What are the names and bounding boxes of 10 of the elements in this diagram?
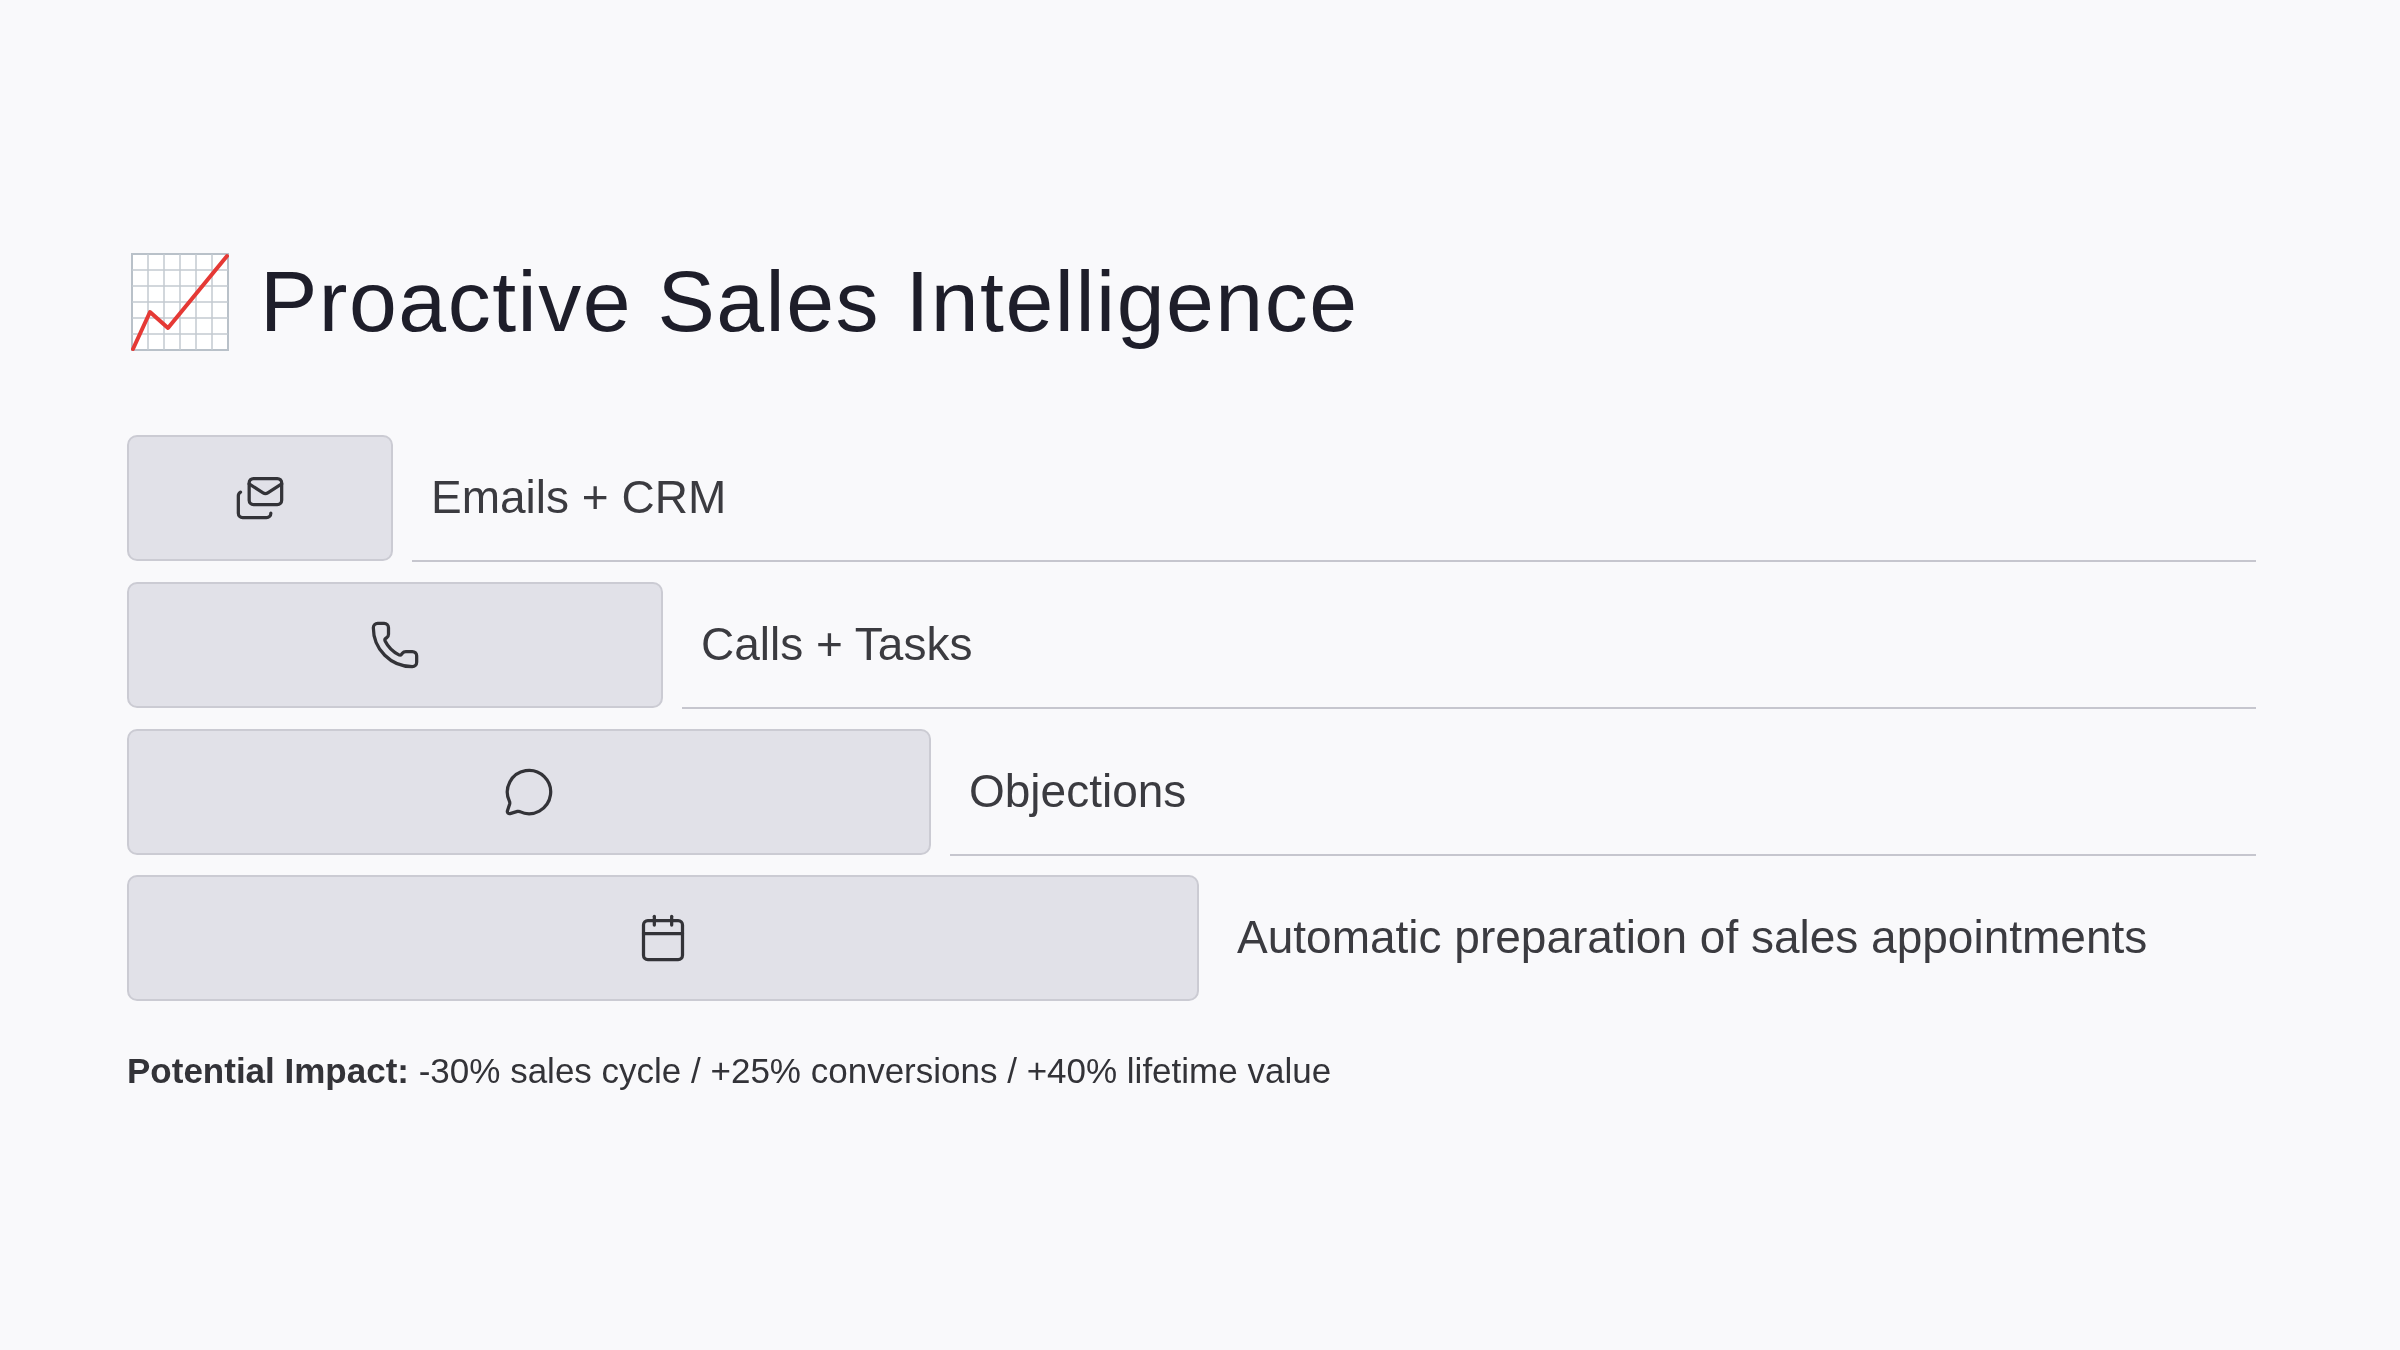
icon-bar [127, 582, 663, 708]
title: Proactive Sales Intelligence [260, 252, 1359, 351]
row-label: Automatic preparation of sales appointments [1237, 910, 2148, 966]
icon-bar [127, 729, 931, 855]
icon-bar [127, 435, 393, 561]
row-label: Calls + Tasks [701, 617, 973, 673]
impact-note: Potential Impact: -30% sales cycle / +25% conversions / +40% lifetime value [127, 1050, 1332, 1092]
row-label: Emails + CRM [431, 470, 727, 526]
row-label: Objections [969, 764, 1187, 820]
icon-bar [127, 875, 1199, 1001]
